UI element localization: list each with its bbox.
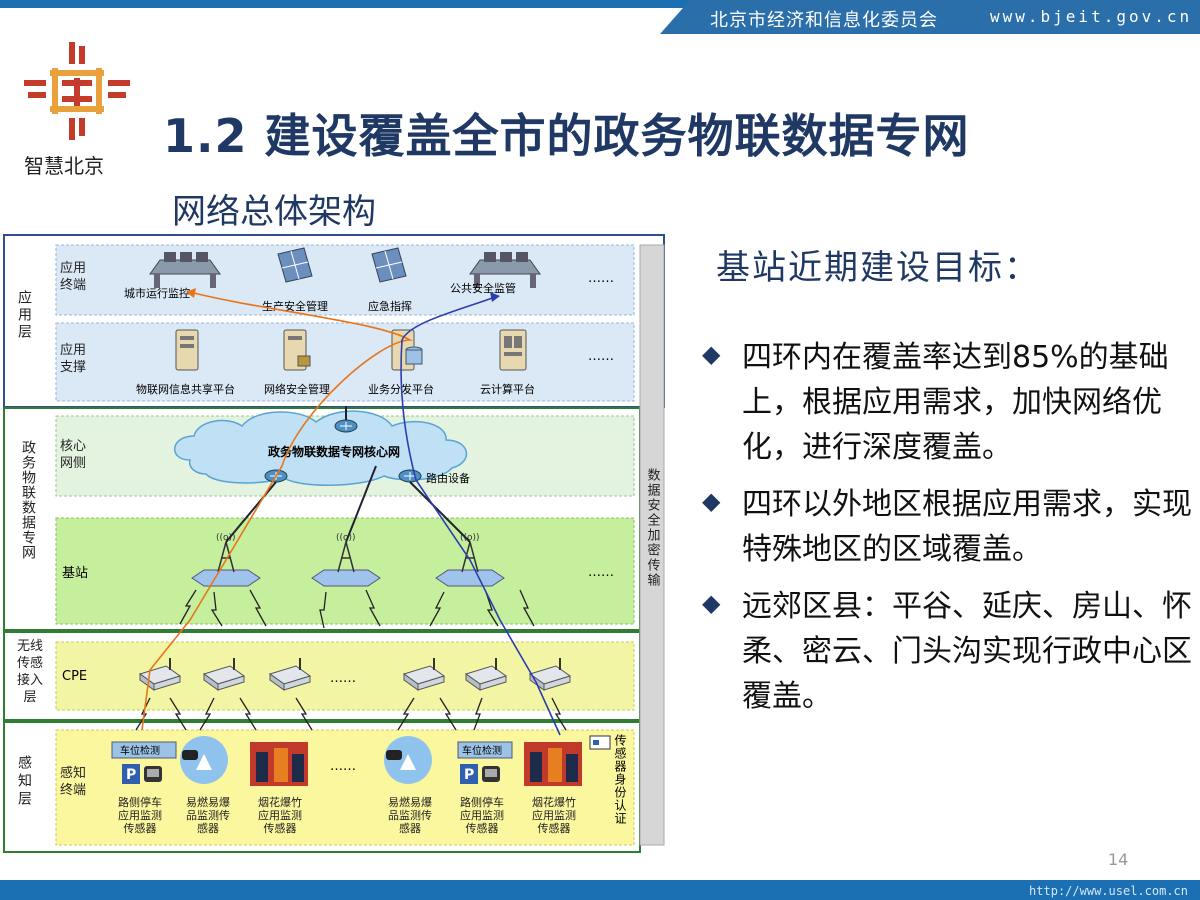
parking-icon: P	[460, 764, 500, 784]
server-lock-icon	[283, 329, 311, 371]
svg-text:((o)): ((o))	[336, 533, 356, 543]
cpe-device-icon	[202, 658, 246, 691]
header-site: www.bjeit.gov.cn	[990, 7, 1193, 26]
row-label-bs: 基站	[62, 566, 88, 581]
diamond-bullet-icon: ◆	[702, 589, 721, 617]
security-column	[639, 244, 665, 846]
top-accent-bar	[0, 0, 1200, 8]
terminal-ellipsis: ……	[588, 271, 614, 286]
goal-item: ◆ 远郊区县：平谷、延庆、房山、怀柔、密云、门头沟实现行政中心区覆盖。	[702, 584, 1192, 719]
cpe-device-icon	[402, 658, 446, 691]
layer-label-app: 应用层	[16, 289, 32, 341]
flammable-sensor-icon	[180, 736, 228, 784]
sensor-label: 易燃易爆品监测传感器	[388, 796, 432, 835]
layer-label-wireless: 无线传感接入层	[16, 639, 43, 705]
sensor-label: 路侧停车应用监测传感器	[460, 796, 504, 835]
sensor-label: 易燃易爆品监测传感器	[186, 796, 230, 835]
sensor-label: 烟花爆竹应用监测传感器	[258, 796, 302, 835]
bs-ellipsis: ……	[588, 565, 614, 580]
row-label-core: 核心网侧	[60, 439, 87, 471]
sensor-label: 烟花爆竹应用监测传感器	[532, 796, 576, 835]
sensor-ellipsis: ……	[330, 759, 356, 774]
support-item: 网络安全管理	[264, 382, 330, 396]
goal-item: ◆ 四环以外地区根据应用需求，实现特殊地区的区域覆盖。	[702, 482, 1192, 572]
goal-text: 四环内在覆盖率达到85%的基础上，根据应用需求，加快网络优化，进行深度覆盖。	[742, 340, 1169, 465]
monitor-wall-icon	[469, 252, 541, 288]
base-station-icon: ((o))	[435, 533, 505, 587]
row-label-cpe: CPE	[62, 669, 87, 684]
svg-text:((o)): ((o))	[460, 533, 480, 543]
row-label-support: 应用支撑	[60, 343, 87, 375]
row-terminal-bg	[55, 244, 635, 316]
terminal-item: 公共安全监管	[450, 281, 516, 295]
router-icon	[334, 419, 358, 433]
router-label: 路由设备	[426, 471, 470, 485]
security-column-label: 数据安全加密传输	[645, 468, 661, 588]
support-item: 云计算平台	[480, 382, 535, 396]
support-ellipsis: ……	[588, 349, 614, 364]
goal-item: ◆ 四环内在覆盖率达到85%的基础上，根据应用需求，加快网络优化，进行深度覆盖。	[702, 335, 1192, 470]
row-label-terminal: 应用终端	[60, 261, 87, 293]
flammable-sensor-icon	[384, 736, 432, 784]
logo-text: 智慧北京	[24, 154, 104, 178]
base-station-icon: ((o))	[191, 533, 261, 587]
smart-beijing-logo	[24, 42, 130, 140]
cpe-device-icon	[464, 658, 508, 691]
cpe-device-icon	[268, 658, 312, 691]
monitor-wall-icon	[149, 252, 221, 288]
cloud-server-icon	[499, 329, 527, 371]
right-heading: 基站近期建设目标：	[716, 248, 1040, 288]
page-subtitle: 网络总体架构	[172, 192, 376, 232]
sensor-id-label: 传感器身份认证	[613, 733, 627, 825]
diamond-bullet-icon: ◆	[702, 487, 721, 515]
parking-icon: P	[122, 764, 162, 784]
base-station-icon: ((o))	[311, 533, 381, 587]
solar-panel-icon	[371, 247, 407, 283]
layer-label-sense: 感知层	[16, 754, 32, 809]
solar-panel-icon	[277, 247, 313, 283]
terminal-item: 应急指挥	[368, 299, 412, 313]
parking-sign-label: 车位检测	[462, 744, 502, 757]
parking-sign	[457, 741, 513, 759]
watermark: http://www.usel.com.cn	[1029, 884, 1188, 898]
bottom-bar: http://www.usel.com.cn	[0, 880, 1200, 900]
row-label-sensor: 感知终端	[60, 766, 87, 798]
server-icon	[175, 329, 199, 371]
router-icon	[398, 469, 422, 483]
fireworks-scene-icon	[524, 742, 582, 786]
svg-text:((o)): ((o))	[216, 533, 236, 543]
diamond-bullet-icon: ◆	[702, 340, 721, 368]
data-flow-blue	[400, 295, 561, 736]
goal-text: 四环以外地区根据应用需求，实现特殊地区的区域覆盖。	[742, 487, 1192, 567]
parking-sign	[111, 741, 177, 759]
terminal-item: 生产安全管理	[262, 299, 328, 313]
core-network-cloud	[173, 410, 468, 487]
goal-text: 远郊区县：平谷、延庆、房山、怀柔、密云、门头沟实现行政中心区覆盖。	[742, 589, 1192, 714]
row-support-bg	[55, 322, 635, 402]
id-card-icon	[589, 735, 611, 750]
support-item: 物联网信息共享平台	[136, 382, 235, 396]
cloud-label: 政务物联数据专网核心网	[268, 444, 400, 459]
goals-list: ◆四环内在覆盖率达到85%的基础上，根据应用需求，加快网络优化，进行深度覆盖。 …	[702, 335, 1192, 731]
cpe-device-icon	[528, 658, 572, 691]
sensor-label: 路侧停车应用监测传感器	[118, 796, 162, 835]
terminal-item: 城市运行监控	[124, 286, 190, 300]
layer-label-net: 政务物联数据专网	[20, 440, 36, 560]
header-band: 北京市经济和信息化委员会 www.bjeit.gov.cn	[660, 0, 1200, 34]
network-architecture-diagram: 数据安全加密传输 应用层 政务物联数据专网 无线传感接入层 感知层 应用终端 应…	[3, 234, 665, 853]
header-org: 北京市经济和信息化委员会	[710, 10, 938, 31]
svg-text:P: P	[464, 767, 474, 783]
svg-text:P: P	[126, 767, 136, 783]
cpe-ellipsis: ……	[330, 671, 356, 686]
page-number: 14	[1108, 850, 1129, 869]
fireworks-scene-icon	[250, 742, 308, 786]
data-flow-orange	[141, 291, 413, 731]
page-title: 1.2 建设覆盖全市的政务物联数据专网	[163, 109, 970, 163]
parking-sign-label: 车位检测	[120, 744, 160, 757]
